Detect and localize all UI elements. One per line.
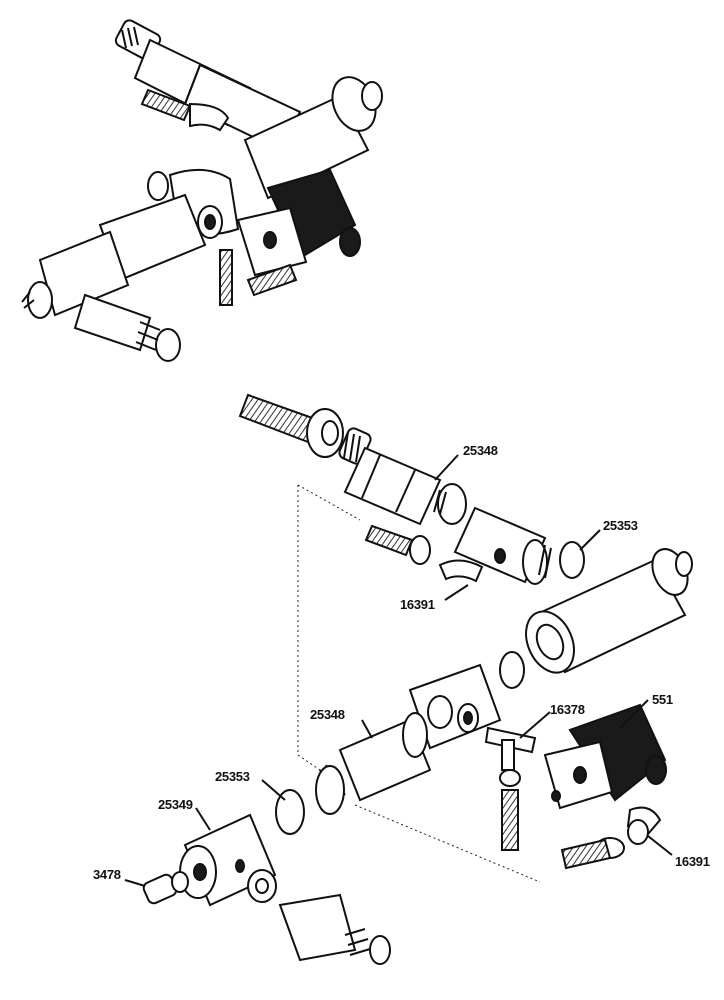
label-25348-top: 25348 [463,443,498,458]
long-tube-exploded [525,548,693,674]
fitting-3478 [142,871,189,905]
hose-right-top [246,263,298,297]
o-ring-25353-top [559,541,585,579]
fitting-bottom [278,893,391,965]
exploded-view: 25348 25353 16391 25348 16378 551 25353 … [93,393,710,965]
leader-lines [124,454,673,887]
hose-fitting-16391-right [560,806,662,870]
assembled-view [21,19,383,362]
label-25353-top: 25353 [603,518,638,533]
coupling-threads [433,483,467,525]
label-25349: 25349 [158,797,193,812]
nut-top [306,408,344,458]
valve-body-25348-top [343,446,442,526]
solenoid-551 [543,703,667,810]
long-tube-top [243,76,383,200]
solenoid-top [236,168,361,277]
label-16391-left: 16391 [400,597,435,612]
tee-block [408,663,502,750]
label-3478: 3478 [93,867,121,882]
label-25348-mid: 25348 [310,707,345,722]
label-551: 551 [652,692,673,707]
valve-body-25348-mid [315,712,432,815]
left-valve-body-top [21,193,207,319]
nut-bottom [247,869,277,903]
elbow-upper [189,102,230,132]
guide-line-diagonal [354,804,541,883]
fitting-16378 [484,726,537,851]
label-25353-bottom: 25353 [215,769,250,784]
guide-line-left [297,485,321,771]
hose-upper [140,88,192,122]
label-16391-right: 16391 [675,854,710,869]
label-16378: 16378 [550,702,585,717]
o-ring-tee [499,651,525,689]
hose-lower-top [219,249,233,306]
guide-line-bottom [297,484,361,521]
o-ring-25353-bottom [275,789,305,835]
lower-fitting-top [73,293,181,362]
valve-body-second [453,506,552,585]
hose-fitting-16391-left [364,524,484,583]
